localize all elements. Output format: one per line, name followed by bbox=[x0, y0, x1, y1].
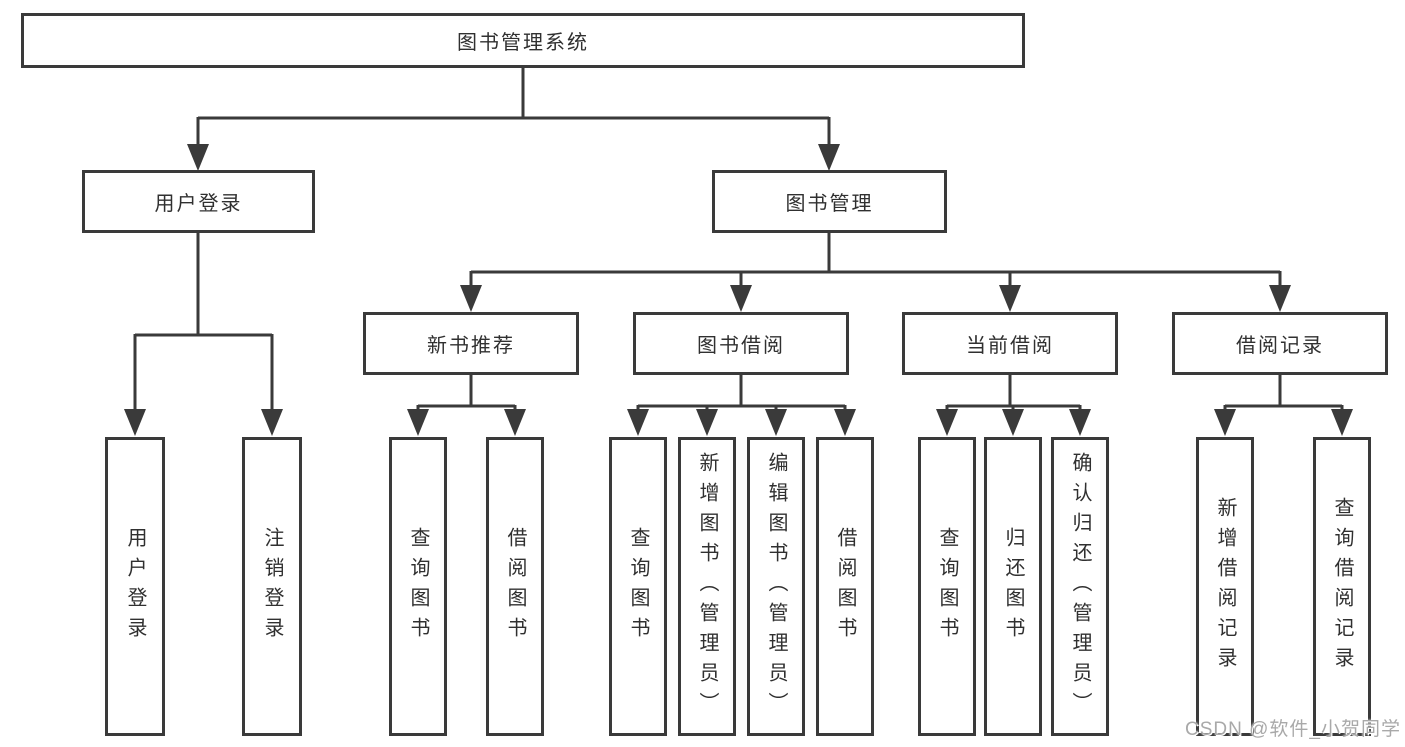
leaf-query-borrow-record: 查询借阅记录 bbox=[1313, 437, 1371, 736]
leaf-edit-books-admin-label: 编辑图书（管理员） bbox=[765, 451, 787, 722]
leaf-borrow-books-2: 借阅图书 bbox=[816, 437, 874, 736]
connector-book-borrow bbox=[627, 375, 856, 436]
leaf-add-borrow-record-label: 新增借阅记录 bbox=[1214, 496, 1236, 677]
connector-user-login bbox=[124, 233, 283, 436]
node-current-borrow-label: 当前借阅 bbox=[966, 335, 1054, 357]
leaf-return-books: 归还图书 bbox=[984, 437, 1042, 736]
leaf-borrow-books-2-label: 借阅图书 bbox=[834, 526, 856, 647]
leaf-borrow-books-1-label: 借阅图书 bbox=[504, 526, 526, 647]
leaf-query-books-2-label: 查询图书 bbox=[627, 526, 649, 647]
leaf-user-login: 用户登录 bbox=[105, 437, 165, 736]
node-book-mgmt: 图书管理 bbox=[712, 170, 947, 233]
node-user-login: 用户登录 bbox=[82, 170, 315, 233]
connector-book-mgmt bbox=[460, 233, 1291, 312]
connector-borrow-records bbox=[1214, 375, 1353, 436]
node-borrow-records: 借阅记录 bbox=[1172, 312, 1388, 375]
leaf-logout: 注销登录 bbox=[242, 437, 302, 736]
leaf-borrow-books-1: 借阅图书 bbox=[486, 437, 544, 736]
node-book-borrow-label: 图书借阅 bbox=[697, 335, 785, 357]
leaf-add-books-admin-label: 新增图书（管理员） bbox=[696, 451, 718, 722]
node-user-login-label: 用户登录 bbox=[154, 193, 243, 215]
node-current-borrow: 当前借阅 bbox=[902, 312, 1118, 375]
leaf-confirm-return-admin-label: 确认归还（管理员） bbox=[1069, 451, 1091, 722]
leaf-user-login-label: 用户登录 bbox=[124, 526, 146, 647]
leaf-return-books-label: 归还图书 bbox=[1002, 526, 1024, 647]
leaf-logout-label: 注销登录 bbox=[261, 526, 283, 647]
leaf-query-books-3-label: 查询图书 bbox=[936, 526, 958, 647]
connector-root bbox=[187, 68, 840, 171]
csdn-watermark: CSDN @软件_小贺同学 bbox=[1185, 719, 1401, 740]
connector-current-borrow bbox=[936, 375, 1091, 436]
leaf-add-books-admin: 新增图书（管理员） bbox=[678, 437, 736, 736]
leaf-confirm-return-admin: 确认归还（管理员） bbox=[1051, 437, 1109, 736]
node-root-label: 图书管理系统 bbox=[457, 32, 589, 54]
leaf-add-borrow-record: 新增借阅记录 bbox=[1196, 437, 1254, 736]
leaf-query-books-1: 查询图书 bbox=[389, 437, 447, 736]
leaf-query-books-2: 查询图书 bbox=[609, 437, 667, 736]
leaf-edit-books-admin: 编辑图书（管理员） bbox=[747, 437, 805, 736]
connector-new-books bbox=[407, 375, 526, 436]
node-book-borrow: 图书借阅 bbox=[633, 312, 849, 375]
node-borrow-records-label: 借阅记录 bbox=[1236, 335, 1324, 357]
node-book-mgmt-label: 图书管理 bbox=[785, 193, 874, 215]
leaf-query-books-1-label: 查询图书 bbox=[407, 526, 429, 647]
leaf-query-borrow-record-label: 查询借阅记录 bbox=[1331, 496, 1353, 677]
leaf-query-books-3: 查询图书 bbox=[918, 437, 976, 736]
node-new-books: 新书推荐 bbox=[363, 312, 579, 375]
node-root: 图书管理系统 bbox=[21, 13, 1025, 68]
node-new-books-label: 新书推荐 bbox=[427, 335, 515, 357]
